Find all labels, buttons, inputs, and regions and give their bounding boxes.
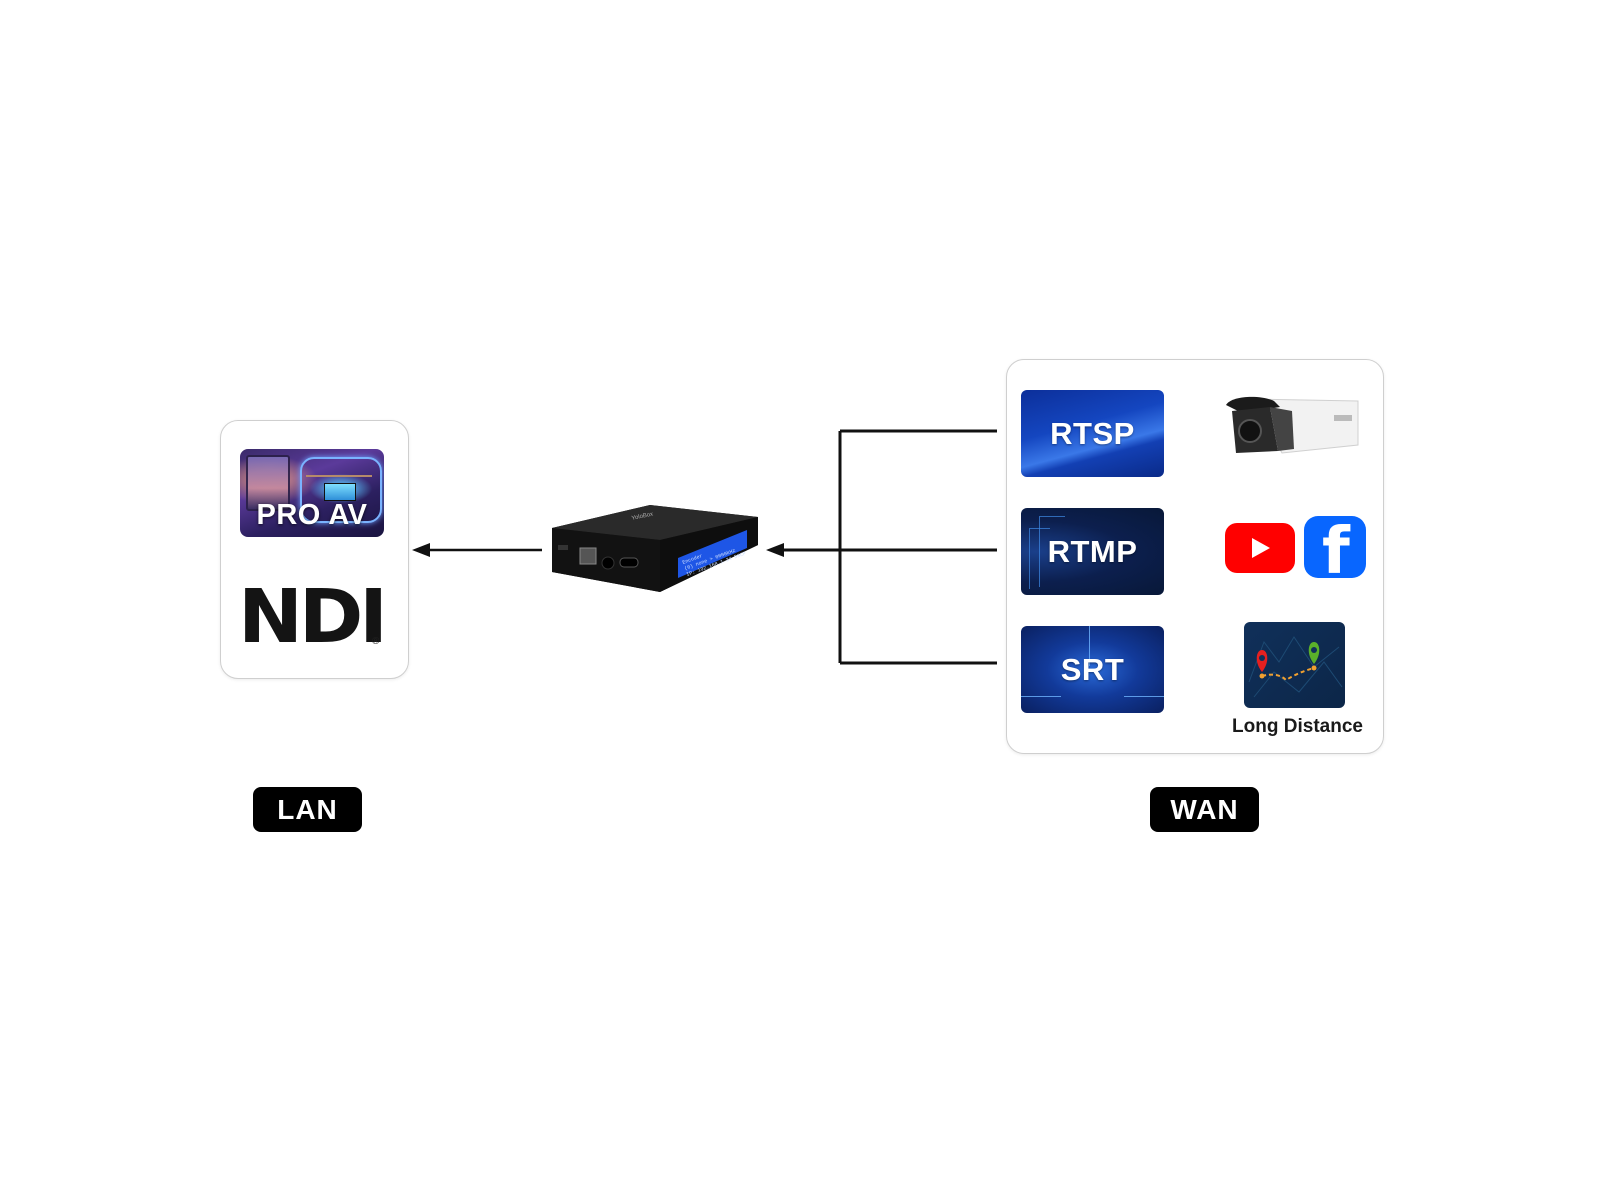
map-road: [1248, 636, 1340, 683]
arrowhead-icon: [766, 543, 784, 557]
lcd-screen: [678, 530, 747, 578]
map-road: [1253, 661, 1343, 698]
camera-side: [1270, 407, 1294, 451]
neon-frame-decoration: [300, 457, 382, 523]
audio-jack-icon: [601, 556, 615, 570]
pin-hole: [1311, 647, 1317, 653]
srt-tile: SRT: [1021, 626, 1164, 713]
pin-hole: [1259, 655, 1265, 661]
camera-brand-mark: [1334, 415, 1352, 421]
city-window-decoration: [246, 455, 290, 511]
srt-label: SRT: [1060, 651, 1125, 687]
rtmp-label: RTMP: [1047, 533, 1138, 569]
monitor-icon: [324, 483, 356, 501]
route-path: [1261, 667, 1315, 682]
device-top: [552, 505, 758, 540]
usb-port-icon: [558, 545, 568, 550]
play-icon: [1252, 538, 1270, 558]
light-ray-decoration: [1089, 626, 1090, 666]
usb-c-port-icon: [619, 557, 639, 568]
shelf-decoration: [306, 475, 372, 477]
circuit-trace-decoration: [1039, 516, 1065, 587]
facebook-icon: f: [1304, 516, 1366, 578]
facebook-f-glyph: f: [1322, 516, 1350, 578]
long-distance-map-icon: [1244, 622, 1345, 708]
light-ray-decoration: [1021, 696, 1061, 697]
ethernet-port-icon: [579, 547, 597, 565]
arrow-to-lan: [412, 543, 542, 557]
registered-mark: ®: [372, 636, 380, 647]
youtube-icon: [1225, 523, 1295, 573]
long-distance-label: Long Distance: [1232, 716, 1363, 737]
rtsp-label: RTSP: [1050, 415, 1135, 451]
lan-badge: LAN: [253, 787, 362, 832]
light-ray-decoration: [1124, 696, 1164, 697]
ndi-logo: NDI: [238, 574, 388, 660]
pro-av-image: PRO AV: [240, 449, 384, 537]
device-brand: YoloBox: [631, 512, 654, 522]
camera-lens: [1238, 419, 1262, 443]
arrowhead-icon: [412, 543, 430, 557]
rtsp-tile: RTSP: [1021, 390, 1164, 477]
end-dot: [1311, 665, 1317, 671]
encoder-device: Encoder (0) none > 0000kHz IP: 192.168.1…: [552, 505, 758, 592]
wan-badge: WAN: [1150, 787, 1259, 832]
pro-av-label: PRO AV: [256, 499, 368, 531]
start-dot: [1259, 673, 1265, 679]
rtmp-tile: RTMP: [1021, 508, 1164, 595]
ip-camera-icon: [1226, 396, 1359, 454]
wan-connector: [766, 429, 997, 665]
